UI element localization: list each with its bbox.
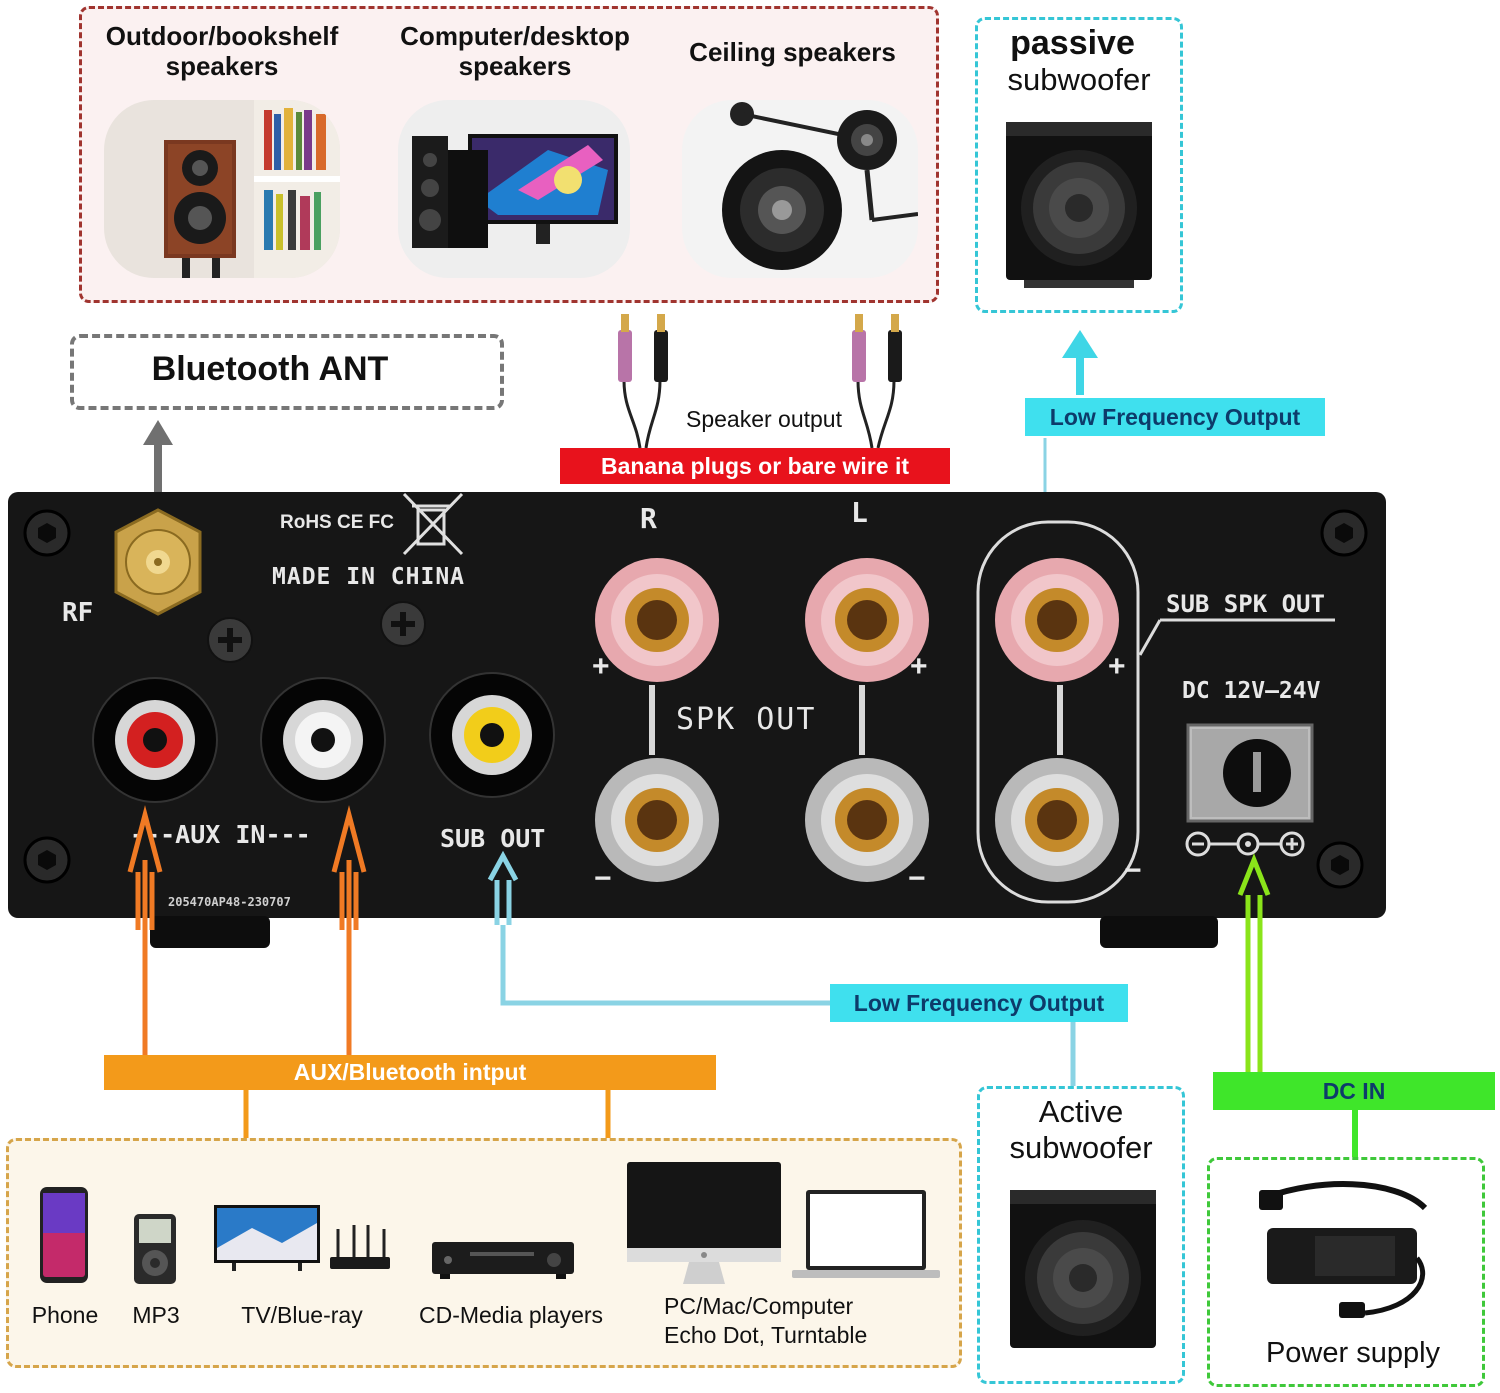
spk-out-label: SPK OUT [676, 702, 817, 737]
mp3-player-icon [134, 1214, 176, 1284]
amplifier-rear-panel [8, 492, 1386, 948]
low-frequency-output-bottom: Low Frequency Output [830, 984, 1128, 1022]
made-in-china-label: MADE IN CHINA [272, 564, 466, 590]
r-minus-sign: − [594, 862, 612, 895]
outdoor-speakers-label: Outdoor/bookshelf speakers [105, 21, 339, 81]
ceiling-speaker-image [682, 100, 918, 278]
r-plus-sign: + [592, 650, 610, 683]
banana-plugs-bar: Banana plugs or bare wire it [560, 448, 950, 484]
low-frequency-output-top: Low Frequency Output [1025, 398, 1325, 436]
l-minus-sign: − [908, 862, 926, 895]
tv-label: TV/Blue-ray [241, 1302, 363, 1328]
certification-marks: RoHS CE FC [280, 512, 394, 533]
passive-title: passive [1010, 24, 1135, 62]
computer-speaker-image [398, 100, 630, 278]
cd-label: CD-Media players [418, 1302, 604, 1328]
speaker-output-label: Speaker output [685, 406, 842, 432]
sub-spk-out-label: SUB SPK OUT [1166, 590, 1325, 618]
aux-bluetooth-input-bar: AUX/Bluetooth intput [104, 1055, 716, 1090]
phone-label: Phone [31, 1302, 99, 1328]
active-subwoofer-image [1010, 1190, 1156, 1348]
bluetooth-ant-box [70, 334, 504, 410]
sub-minus-sign: − [1124, 854, 1142, 887]
l-channel-label: L [851, 496, 868, 529]
phone-icon [40, 1187, 88, 1283]
monitor-icon [627, 1162, 781, 1284]
ceiling-speakers-label: Ceiling speakers [689, 37, 896, 67]
mp3-label: MP3 [132, 1302, 180, 1328]
power-supply-label: Power supply [1265, 1337, 1441, 1369]
dc-in-bar: DC IN [1213, 1072, 1495, 1110]
bookshelf-speaker-image [104, 100, 340, 278]
sub-plus-sign: + [1108, 650, 1126, 683]
active-subtitle: subwoofer [1009, 1130, 1153, 1165]
laptop-icon [792, 1190, 940, 1278]
router-icon [330, 1225, 390, 1269]
computer-speakers-label: Computer/desktop speakers [400, 21, 630, 81]
cd-player-icon [432, 1242, 574, 1279]
power-adapter-image [1259, 1181, 1428, 1318]
aux-in-label: ---AUX IN--- [130, 820, 311, 849]
weee-bin-icon [402, 492, 464, 556]
bluetooth-ant-label: Bluetooth ANT [151, 350, 389, 388]
r-channel-label: R [640, 502, 657, 535]
dc-voltage-label: DC 12V–24V [1182, 678, 1321, 704]
pc-label-line1: PC/Mac/Computer [664, 1293, 854, 1319]
l-plus-sign: + [910, 650, 928, 683]
rf-label: RF [62, 598, 94, 628]
serial-number: 205470AP48-230707 [168, 895, 291, 909]
active-title: Active [1038, 1094, 1124, 1129]
passive-subwoofer-image [1006, 122, 1152, 288]
tv-icon [214, 1205, 320, 1271]
passive-subtitle: subwoofer [1007, 62, 1151, 97]
sub-out-label: SUB OUT [440, 824, 546, 853]
pc-label-line2: Echo Dot, Turntable [664, 1322, 868, 1348]
